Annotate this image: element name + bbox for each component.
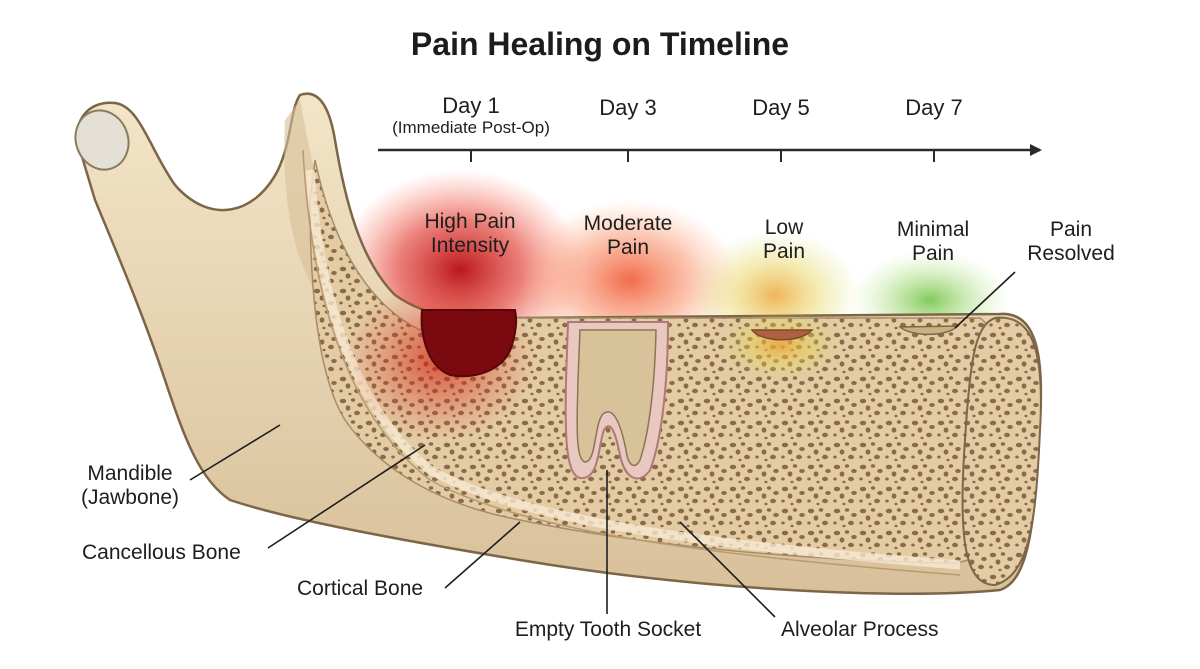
diagram-title: Pain Healing on Timeline [410, 26, 790, 62]
healing-socket-day5 [750, 329, 814, 341]
stage-low-pain: Low Pain [734, 216, 834, 264]
stage-minimal-line2: Pain [911, 242, 955, 265]
label-empty-tooth-socket: Empty Tooth Socket [500, 618, 716, 642]
label-cancellous-text: Cancellous Bone [82, 541, 241, 564]
label-mandible-line1: Mandible [87, 462, 173, 485]
leader-mandible [189, 424, 281, 481]
label-cancellous-bone: Cancellous Bone [82, 541, 266, 565]
day3-label: Day 3 [578, 96, 678, 120]
label-mandible-line2: (Jawbone) [80, 486, 180, 509]
stage-moderate-pain: Moderate Pain [563, 212, 693, 260]
stage-resolved-line2: Resolved [1027, 242, 1115, 265]
label-mandible: Mandible (Jawbone) [60, 462, 200, 510]
day5-label: Day 5 [731, 96, 831, 120]
leader-alveolar [679, 521, 776, 618]
label-socket-text: Empty Tooth Socket [514, 618, 702, 641]
stage-high-line1: High Pain [424, 210, 516, 233]
day1-note: (Immediate Post-Op) [392, 118, 550, 137]
stage-low-line2: Pain [762, 240, 806, 263]
leader-pain-resolved [954, 271, 1016, 329]
empty-socket-day1 [420, 309, 518, 378]
stage-low-line1: Low [764, 216, 804, 239]
cross-section-end [961, 316, 1042, 587]
stage-minimal-pain: Minimal Pain [873, 218, 993, 266]
stage-pain-resolved: Pain Resolved [1010, 218, 1132, 266]
label-alveolar-process: Alveolar Process [781, 618, 963, 642]
day7-label: Day 7 [884, 96, 984, 120]
stage-moderate-line1: Moderate [583, 212, 673, 235]
stage-high-line2: Intensity [430, 234, 510, 257]
day3-title: Day 3 [599, 95, 657, 120]
day1-label: Day 1 (Immediate Post-Op) [380, 94, 562, 138]
stage-resolved-line1: Pain [1049, 218, 1093, 241]
label-cortical-text: Cortical Bone [297, 577, 424, 600]
stage-high-pain: High Pain Intensity [400, 210, 540, 258]
stage-moderate-line2: Pain [606, 236, 650, 259]
leader-cancellous [267, 444, 426, 549]
leader-cortical [444, 521, 521, 589]
day1-title: Day 1 [442, 93, 500, 118]
day7-title: Day 7 [905, 95, 963, 120]
stage-minimal-line1: Minimal [896, 218, 970, 241]
label-alveolar-text: Alveolar Process [781, 618, 939, 641]
label-cortical-bone: Cortical Bone [297, 577, 447, 601]
day5-title: Day 5 [752, 95, 810, 120]
condyle [74, 109, 130, 171]
